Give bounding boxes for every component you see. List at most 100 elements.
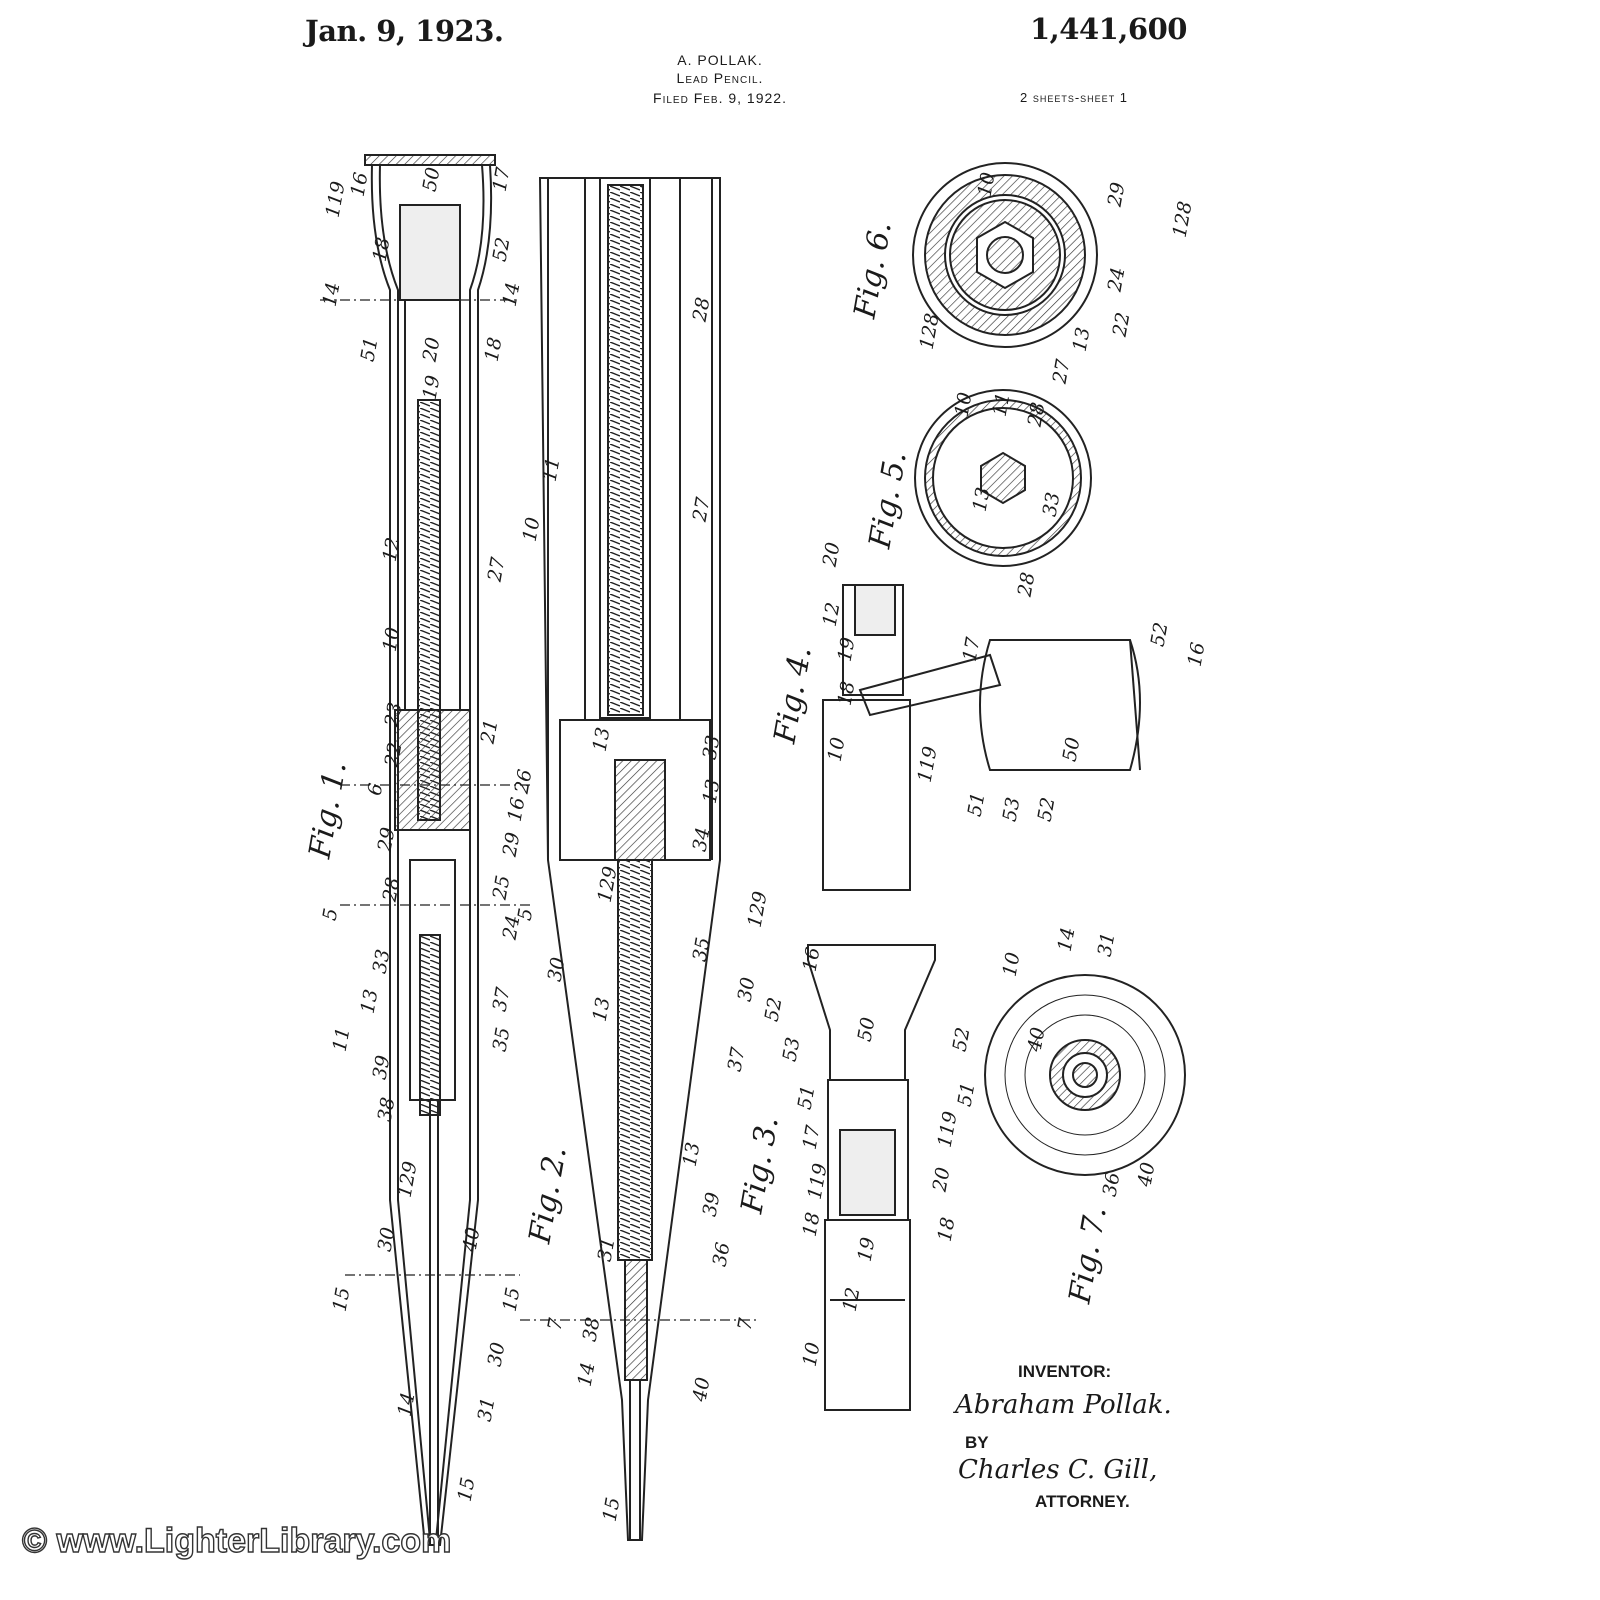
- reference-numeral: 17: [488, 165, 515, 194]
- reference-numeral: 13: [588, 725, 615, 754]
- reference-numeral: 22: [380, 740, 407, 769]
- reference-numeral: 28: [688, 295, 715, 324]
- reference-numeral: 26: [510, 767, 537, 796]
- reference-numeral: 37: [723, 1045, 750, 1074]
- reference-numeral: 13: [968, 485, 995, 514]
- reference-numeral: 51: [953, 1080, 980, 1109]
- reference-numeral: 29: [373, 825, 400, 854]
- reference-numeral: 33: [1038, 490, 1065, 519]
- reference-numeral: 16: [503, 795, 530, 824]
- reference-numeral: 52: [488, 235, 515, 264]
- reference-numeral: 13: [1068, 325, 1095, 354]
- reference-numeral: 38: [578, 1315, 605, 1344]
- reference-numeral: 53: [998, 795, 1025, 824]
- attorney-label: ATTORNEY.: [1035, 1492, 1130, 1511]
- reference-numeral: 29: [498, 830, 525, 859]
- reference-numeral: 12: [838, 1285, 865, 1314]
- reference-numeral: 19: [833, 635, 860, 664]
- reference-numeral: 15: [598, 1495, 625, 1524]
- figure-2-drawing: [520, 177, 760, 1541]
- inventor-signature: Abraham Pollak.: [955, 1390, 1172, 1420]
- inventor-label: INVENTOR:: [1018, 1362, 1112, 1381]
- reference-numeral: 10: [973, 170, 1000, 199]
- reference-numeral: 30: [733, 975, 760, 1004]
- reference-numeral: 51: [356, 335, 383, 364]
- reference-numeral: 12: [378, 535, 405, 564]
- reference-numeral: 12: [818, 600, 845, 629]
- patent-number: 1,441,600: [1030, 12, 1187, 46]
- reference-numeral: 17: [798, 1123, 825, 1152]
- reference-numeral: 16: [798, 945, 825, 974]
- invention-title: Lead Pencil.: [676, 70, 764, 86]
- reference-numeral: 10: [823, 735, 850, 764]
- reference-numeral: 37: [488, 985, 515, 1014]
- reference-numeral: 36: [708, 1240, 735, 1269]
- reference-numeral: 27: [1048, 357, 1075, 386]
- reference-numeral: 35: [688, 935, 715, 964]
- reference-numeral: 18: [933, 1215, 960, 1244]
- reference-numeral: 13: [588, 995, 615, 1024]
- figure-3-drawing: [807, 944, 936, 1411]
- reference-numeral: 52: [1033, 795, 1060, 824]
- figure-7-drawing: [984, 974, 1186, 1176]
- figure-4-drawing: [822, 584, 1141, 891]
- reference-numeral: 10: [950, 390, 977, 419]
- reference-numeral: 18: [480, 335, 507, 364]
- reference-numeral: 25: [488, 873, 515, 902]
- by-label: BY: [965, 1433, 989, 1452]
- inventor-name: A. POLLAK.: [677, 52, 763, 68]
- reference-numeral: 31: [473, 1395, 500, 1424]
- reference-numeral: 28: [1013, 570, 1040, 599]
- reference-numeral: 11: [538, 455, 565, 484]
- reference-numeral: 39: [698, 1190, 725, 1219]
- reference-numeral: 11: [988, 390, 1015, 419]
- reference-numeral: 28: [378, 875, 405, 904]
- reference-numeral: 15: [328, 1285, 355, 1314]
- reference-numeral: 16: [346, 170, 373, 199]
- reference-numeral: 27: [483, 555, 510, 584]
- reference-numeral: 30: [543, 955, 570, 984]
- watermark: © www.LighterLibrary.com: [21, 1521, 452, 1560]
- reference-numeral: 24: [1103, 265, 1130, 294]
- reference-numeral: 20: [818, 540, 845, 569]
- reference-numeral: 18: [833, 679, 860, 708]
- reference-numeral: 15: [498, 1285, 525, 1314]
- reference-numeral: 27: [688, 495, 715, 524]
- reference-numeral: 51: [963, 790, 990, 819]
- reference-numeral: 28: [1023, 400, 1050, 429]
- reference-numeral: 50: [1058, 735, 1085, 764]
- reference-numeral: 19: [853, 1235, 880, 1264]
- reference-numeral: 30: [483, 1340, 510, 1369]
- reference-numeral: 18: [798, 1210, 825, 1239]
- reference-numeral: 10: [378, 625, 405, 654]
- reference-numeral: 52: [1146, 620, 1173, 649]
- reference-numeral: 10: [998, 950, 1025, 979]
- patent-date: Jan. 9, 1923.: [305, 14, 504, 48]
- reference-numeral: 53: [778, 1035, 805, 1064]
- reference-numeral: 35: [488, 1025, 515, 1054]
- reference-numeral: 20: [928, 1165, 955, 1194]
- reference-numeral: 17: [958, 635, 985, 664]
- reference-numeral: 21: [476, 717, 503, 746]
- reference-numeral: 33: [698, 733, 725, 762]
- reference-numeral: 40: [688, 1375, 715, 1404]
- filing-date: Filed Feb. 9, 1922.: [653, 90, 787, 106]
- sheet-count: 2 sheets-sheet 1: [1020, 90, 1129, 105]
- reference-numeral: 29: [1103, 180, 1130, 209]
- reference-numeral: 14: [573, 1360, 600, 1389]
- reference-numeral: 15: [453, 1475, 480, 1504]
- reference-numeral: 50: [418, 165, 445, 194]
- reference-numeral: 38: [373, 1095, 400, 1124]
- reference-numeral: 13: [678, 1140, 705, 1169]
- reference-numeral: 36: [1098, 1170, 1125, 1199]
- reference-numeral: 39: [368, 1053, 395, 1082]
- reference-numeral: 31: [1093, 930, 1120, 959]
- reference-numeral: 34: [688, 825, 715, 854]
- reference-numeral: 22: [1108, 310, 1135, 339]
- reference-numeral: 31: [593, 1235, 620, 1264]
- reference-numeral: 16: [1183, 640, 1210, 669]
- reference-numeral: 40: [458, 1225, 485, 1254]
- reference-numeral: 19: [418, 373, 445, 402]
